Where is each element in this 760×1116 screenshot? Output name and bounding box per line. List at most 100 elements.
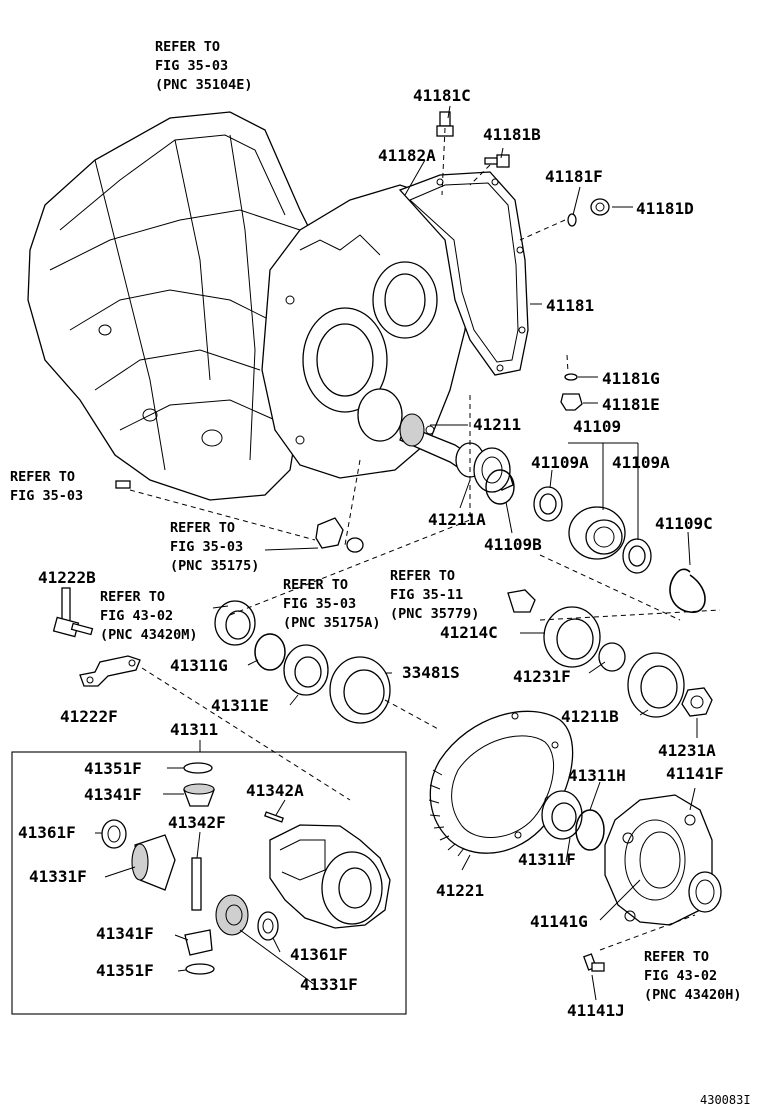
label-41141J: 41141J <box>567 1001 625 1020</box>
pin-41342A <box>264 811 284 823</box>
label-41361F-2: 41361F <box>290 945 348 964</box>
svg-text:(PNC 43420H): (PNC 43420H) <box>644 987 742 1003</box>
label-41331F-2: 41331F <box>300 975 358 994</box>
svg-text:FIG 43-02: FIG 43-02 <box>100 608 173 624</box>
svg-text:(PNC 35175): (PNC 35175) <box>170 558 259 574</box>
bracket-41222F <box>79 655 141 687</box>
label-41231A: 41231A <box>658 741 716 760</box>
label-41231F: 41231F <box>513 667 571 686</box>
label-41211A: 41211A <box>428 510 486 529</box>
side-gear-41331F-lower <box>215 894 249 936</box>
bearing-41211B <box>627 652 685 718</box>
ref-note-35779: REFER TO FIG 35-11 (PNC 35779) <box>390 568 479 622</box>
bearing-41311E <box>283 644 329 696</box>
ref-note-fig35-03: REFER TO FIG 35-03 <box>10 469 83 504</box>
label-41211: 41211 <box>473 415 521 434</box>
label-41109A-2: 41109A <box>612 453 670 472</box>
ref-note-43420H: REFER TO FIG 43-02 (PNC 43420H) <box>644 949 742 1003</box>
label-41222B: 41222B <box>38 568 96 587</box>
diff-case <box>269 824 391 929</box>
label-41351F-1: 41351F <box>84 759 142 778</box>
sensor-refer-35779 <box>507 589 536 613</box>
ring-41311G <box>254 633 286 671</box>
label-41181B: 41181B <box>483 125 541 144</box>
bolt-41141J <box>583 953 605 972</box>
label-41361F-1: 41361F <box>18 823 76 842</box>
transaxle-center-case <box>261 184 471 479</box>
sensor-refer-35175 <box>315 517 364 553</box>
label-41331F-1: 41331F <box>29 867 87 886</box>
label-41181F: 41181F <box>545 167 603 186</box>
label-41181E: 41181E <box>602 395 660 414</box>
label-41181D: 41181D <box>636 199 694 218</box>
part-labels: 41181C 41181B 41182A 41181F 41181D 41181… <box>18 86 724 1020</box>
ref-note-35175A: REFER TO FIG 35-03 (PNC 35175A) <box>283 577 381 631</box>
bolt-41222B <box>52 587 94 638</box>
label-41211B: 41211B <box>561 707 619 726</box>
figure-id: 430083I <box>700 1093 751 1107</box>
label-41341F-2: 41341F <box>96 924 154 943</box>
label-41311: 41311 <box>170 720 218 739</box>
label-41109B: 41109B <box>484 535 542 554</box>
reference-notes: REFER TO FIG 35-03 (PNC 35104E) REFER TO… <box>10 39 742 1003</box>
snap-ring-41109C <box>669 568 706 613</box>
label-41222F: 41222F <box>60 707 118 726</box>
label-41311F: 41311F <box>518 850 576 869</box>
svg-text:FIG 35-03: FIG 35-03 <box>170 539 243 555</box>
label-41141G: 41141G <box>530 912 588 931</box>
oil-seal-refer-43420M <box>214 600 256 646</box>
svg-text:REFER TO: REFER TO <box>155 39 220 55</box>
label-41181C: 41181C <box>413 86 471 105</box>
ref-note-43420M: REFER TO FIG 43-02 (PNC 43420M) <box>100 589 198 643</box>
label-41109: 41109 <box>573 417 621 436</box>
label-41141F: 41141F <box>666 764 724 783</box>
differential-group-box <box>11 751 407 1015</box>
gear-41211A <box>473 447 511 493</box>
washer-41181F <box>567 213 577 227</box>
svg-text:REFER TO: REFER TO <box>10 469 75 485</box>
cover-41141 <box>604 794 722 926</box>
svg-text:FIG 35-03: FIG 35-03 <box>283 596 356 612</box>
seal-33481S <box>329 656 391 724</box>
label-41221: 41221 <box>436 881 484 900</box>
bolt-41181B <box>484 154 510 168</box>
label-41311H: 41311H <box>568 766 626 785</box>
bearing-41109-large <box>568 506 626 560</box>
case-cover-41181 <box>398 171 529 376</box>
label-41351F-2: 41351F <box>96 961 154 980</box>
label-41342A: 41342A <box>246 781 304 800</box>
ref-note-35104E: REFER TO FIG 35-03 (PNC 35104E) <box>155 39 253 93</box>
svg-text:FIG 35-03: FIG 35-03 <box>155 58 228 74</box>
label-41109A-1: 41109A <box>531 453 589 472</box>
bearing-41109A-right <box>622 538 652 574</box>
nut-41231A <box>681 687 713 717</box>
svg-text:(PNC 35779): (PNC 35779) <box>390 606 479 622</box>
side-gear-41331F-left <box>131 834 176 891</box>
label-41311E: 41311E <box>211 696 269 715</box>
cup-41231F <box>598 642 626 672</box>
bearing-41109A-small <box>533 486 563 522</box>
plug-41181E <box>560 393 583 411</box>
shaft-41342F <box>191 857 202 911</box>
label-41341F-1: 41341F <box>84 785 142 804</box>
svg-text:REFER TO: REFER TO <box>644 949 709 965</box>
washer-41361F-left <box>101 819 127 849</box>
washer-41351F-top <box>183 762 213 774</box>
bolt-left <box>115 480 131 489</box>
label-41181G: 41181G <box>602 369 660 388</box>
svg-text:REFER TO: REFER TO <box>170 520 235 536</box>
label-41342F: 41342F <box>168 813 226 832</box>
svg-text:(PNC 35175A): (PNC 35175A) <box>283 615 381 631</box>
gear-41214C <box>543 606 601 668</box>
washer-41361F-right <box>257 911 279 941</box>
label-33481S: 33481S <box>402 663 460 682</box>
ring-41109B <box>485 469 515 505</box>
pinion-41341F-bottom <box>184 929 213 956</box>
svg-text:(PNC 43420M): (PNC 43420M) <box>100 627 198 643</box>
alignment-lines <box>129 127 721 951</box>
svg-text:FIG 43-02: FIG 43-02 <box>644 968 717 984</box>
label-41214C: 41214C <box>440 623 498 642</box>
svg-text:REFER TO: REFER TO <box>283 577 348 593</box>
